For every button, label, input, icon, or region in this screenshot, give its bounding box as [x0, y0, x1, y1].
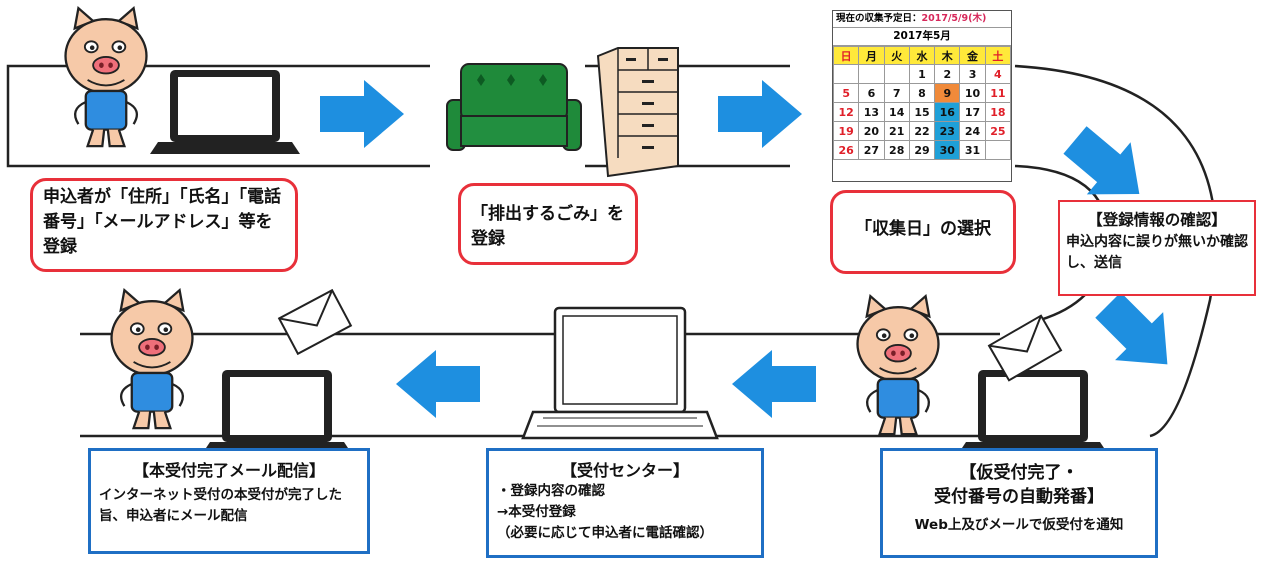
calendar-day[interactable]: 5 — [832, 83, 860, 103]
chest-of-drawers-icon — [596, 47, 679, 178]
calendar-weekday: 火 — [883, 46, 910, 65]
laptop-icon — [150, 70, 300, 154]
pig-mascot-icon — [110, 289, 194, 430]
provisional-text: Web上及びメールで仮受付を通知 — [914, 517, 1124, 533]
garbage-register-callout: 「排出するごみ」を登録 — [458, 183, 638, 265]
center-line1: ・登録内容の確認 — [497, 483, 605, 499]
calendar-day[interactable]: 26 — [832, 140, 860, 160]
calendar-day[interactable]: 25 — [984, 121, 1012, 141]
calendar-weekday: 金 — [959, 46, 986, 65]
calendar-day[interactable]: 14 — [883, 102, 910, 122]
calendar-day[interactable]: 28 — [883, 140, 910, 160]
arrow-left-icon — [732, 350, 816, 418]
calendar-day[interactable]: 29 — [908, 140, 936, 160]
center-line2: →本受付登録 — [497, 504, 576, 520]
calendar-day[interactable]: 16 — [934, 102, 961, 122]
calendar-weekday: 土 — [984, 46, 1012, 65]
garbage-register-text: 「排出するごみ」を登録 — [471, 204, 624, 249]
calendar-day[interactable]: 12 — [832, 102, 860, 122]
calendar-day[interactable]: 10 — [959, 83, 986, 103]
calendar-day[interactable]: 24 — [959, 121, 986, 141]
calendar-day[interactable]: 23 — [934, 121, 961, 141]
top-rail-left — [6, 64, 430, 168]
current-collection-date: 現在の収集予定日：2017/5/9(木) — [833, 11, 1011, 28]
provisional-box: 【仮受付完了・ 受付番号の自動発番】 Web上及びメールで仮受付を通知 — [880, 448, 1158, 558]
calendar-day[interactable]: 18 — [984, 102, 1012, 122]
final-text: インターネット受付の本受付が完了した旨、申込者にメール配信 — [99, 487, 342, 524]
calendar-day[interactable]: 3 — [959, 64, 986, 84]
calendar-day[interactable]: 17 — [959, 102, 986, 122]
laptop-icon — [521, 306, 719, 440]
applicant-register-callout: 申込者が「住所」「氏名」「電話番号」「メールアドレス」等を登録 — [30, 178, 298, 272]
pig-mascot-icon — [856, 295, 940, 436]
date-select-text: 「収集日」の選択 — [855, 219, 991, 239]
calendar-day[interactable]: 30 — [934, 140, 961, 160]
calendar-day[interactable]: 20 — [858, 121, 885, 141]
center-line3: （必要に応じて申込者に電話確認） — [497, 525, 713, 541]
calendar-day[interactable]: 1 — [908, 64, 936, 84]
arrow-right-icon — [718, 80, 802, 148]
pig-mascot-icon — [64, 7, 148, 148]
final-mail-box: 【本受付完了メール配信】 インターネット受付の本受付が完了した旨、申込者にメール… — [88, 448, 370, 554]
provisional-title1: 【仮受付完了・ — [959, 463, 1079, 483]
calendar-day[interactable]: 4 — [984, 64, 1012, 84]
calendar-weekday: 水 — [908, 46, 936, 65]
calendar-day[interactable]: 15 — [908, 102, 936, 122]
provisional-title2: 受付番号の自動発番】 — [934, 487, 1104, 507]
laptop-icon — [958, 370, 1108, 454]
calendar-day[interactable]: 11 — [984, 83, 1012, 103]
confirm-box: 【登録情報の確認】 申込内容に誤りが無いか確認し、送信 — [1058, 200, 1256, 296]
laptop-icon — [202, 370, 352, 454]
calendar-day[interactable]: 2 — [934, 64, 961, 84]
calendar-day — [984, 140, 1012, 160]
calendar-day[interactable]: 19 — [832, 121, 860, 141]
applicant-register-text: 申込者が「住所」「氏名」「電話番号」「メールアドレス」等を登録 — [43, 187, 281, 257]
current-date-value: 2017/5/9(木) — [921, 13, 987, 24]
calendar-day[interactable]: 6 — [858, 83, 885, 103]
reception-center-box: 【受付センター】 ・登録内容の確認 →本受付登録 （必要に応じて申込者に電話確認… — [486, 448, 764, 558]
calendar-weekday: 月 — [858, 46, 885, 65]
calendar-day[interactable]: 27 — [858, 140, 885, 160]
arrow-right-icon — [320, 80, 404, 148]
arrow-left-icon — [396, 350, 480, 418]
calendar-day[interactable]: 31 — [959, 140, 986, 160]
calendar-day[interactable]: 7 — [883, 83, 910, 103]
calendar-day[interactable]: 13 — [858, 102, 885, 122]
calendar-day[interactable]: 8 — [908, 83, 936, 103]
center-title: 【受付センター】 — [560, 461, 689, 480]
calendar-day — [832, 64, 860, 84]
date-select-callout: 「収集日」の選択 — [830, 190, 1016, 274]
envelope-icon — [278, 289, 352, 355]
confirm-text: 申込内容に誤りが無いか確認し、送信 — [1066, 234, 1248, 271]
calendar-day — [858, 64, 885, 84]
arrow-down-icon — [1083, 280, 1192, 389]
calendar-month: 2017年5月 — [833, 28, 1011, 46]
calendar-weekday: 木 — [934, 46, 961, 65]
current-date-label: 現在の収集予定日： — [836, 13, 922, 24]
calendar-day[interactable]: 22 — [908, 121, 936, 141]
calendar-day — [883, 64, 910, 84]
sofa-icon — [446, 63, 582, 151]
calendar-day[interactable]: 9 — [934, 83, 961, 103]
final-title: 【本受付完了メール配信】 — [132, 461, 325, 480]
confirm-title: 【登録情報の確認】 — [1087, 211, 1227, 229]
calendar-weekday: 日 — [832, 46, 860, 65]
calendar-day[interactable]: 21 — [883, 121, 910, 141]
